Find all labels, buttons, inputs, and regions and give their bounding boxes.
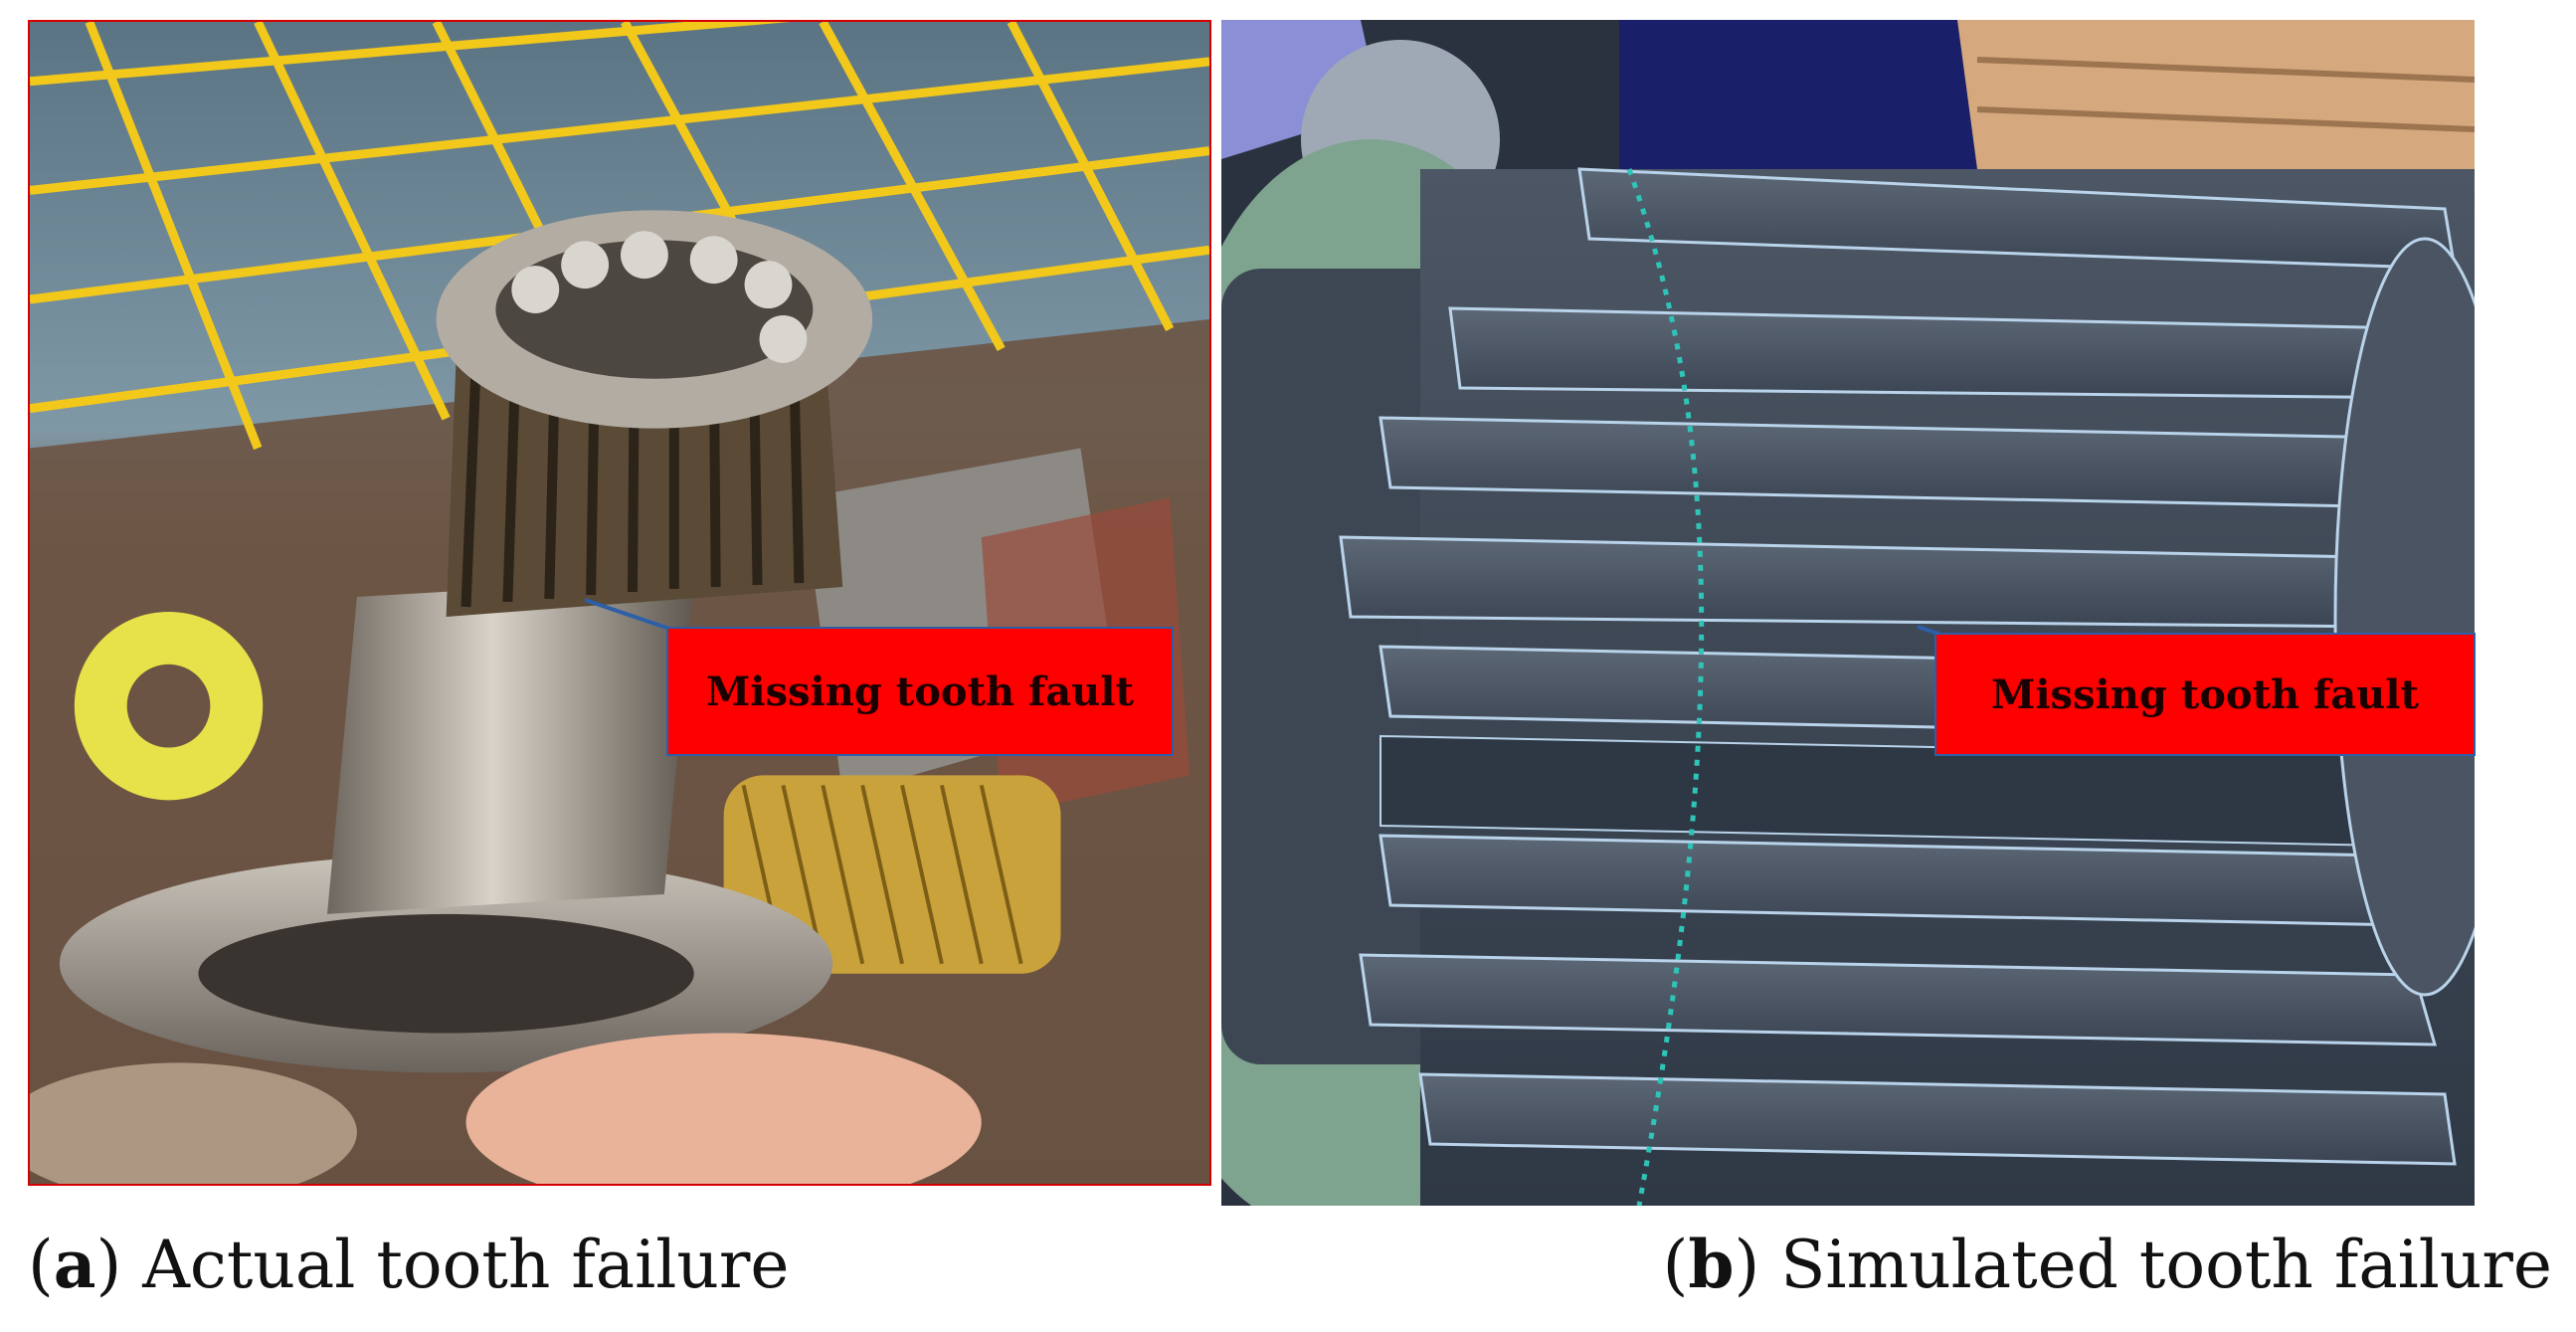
pointer-line-a [584, 598, 670, 631]
gear-cad-model [1221, 20, 2475, 1206]
caption-b-text: Simulated tooth failure [1780, 1227, 2552, 1303]
caption-b-letter: b [1688, 1226, 1735, 1303]
coupling-spider [74, 611, 264, 801]
actual-failure-photo [28, 20, 1211, 1186]
caption-a: (a) Actual tooth failure [28, 1226, 790, 1303]
simulated-failure-render [1221, 20, 2475, 1206]
caption-a-letter: a [53, 1226, 96, 1303]
caption-a-text: Actual tooth failure [142, 1227, 790, 1303]
pitch-circle-line [1626, 168, 1705, 1206]
missing-tooth-callout-a: Missing tooth fault [666, 627, 1174, 756]
missing-tooth-callout-b: Missing tooth fault [1934, 633, 2476, 756]
caption-b: (b) Simulated tooth failure [1662, 1226, 2552, 1303]
gear-shaft-photo [30, 22, 1209, 1184]
